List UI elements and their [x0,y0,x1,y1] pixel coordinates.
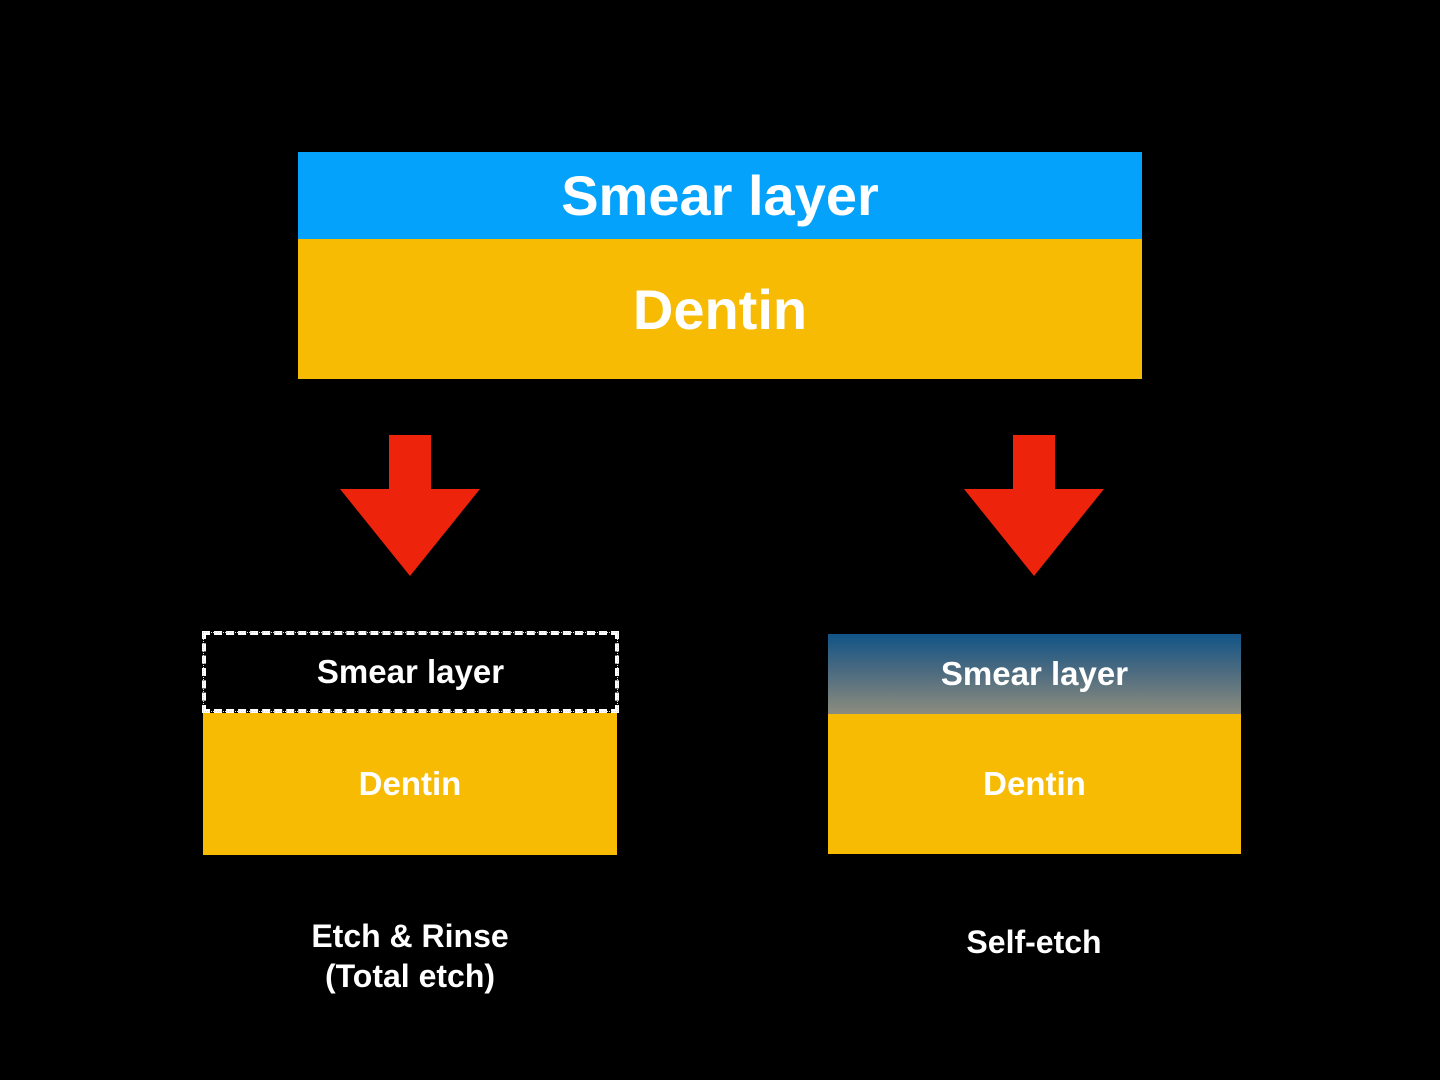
top-smear-layer-label: Smear layer [561,164,879,227]
etch-rinse-smear-layer-label: Smear layer [316,653,505,690]
self-etch-dentin: Dentin [828,714,1241,854]
self-etch-smear-layer-modified: Smear layer [828,634,1241,714]
etch-rinse-caption-line2: (Total etch) [324,958,496,994]
top-smear-layer: Smear layer [298,152,1142,239]
down-arrow-icon [964,435,1104,576]
self-etch-caption: Self-etch [834,922,1234,962]
etch-rinse-caption: Etch & Rinse (Total etch) [210,916,610,996]
down-arrow-icon [340,435,480,576]
self-etch-caption-text: Self-etch [966,924,1102,960]
etch-rinse-smear-layer-removed: Smear layer [202,631,619,713]
self-etch-dentin-label: Dentin [983,765,1086,802]
etch-rinse-caption-line1: Etch & Rinse [311,918,509,954]
self-etch-smear-layer-label: Smear layer [940,655,1129,692]
top-dentin: Dentin [298,239,1142,379]
top-dentin-label: Dentin [632,277,808,341]
etch-rinse-dentin-label: Dentin [358,765,462,802]
etch-rinse-dentin: Dentin [203,713,617,855]
